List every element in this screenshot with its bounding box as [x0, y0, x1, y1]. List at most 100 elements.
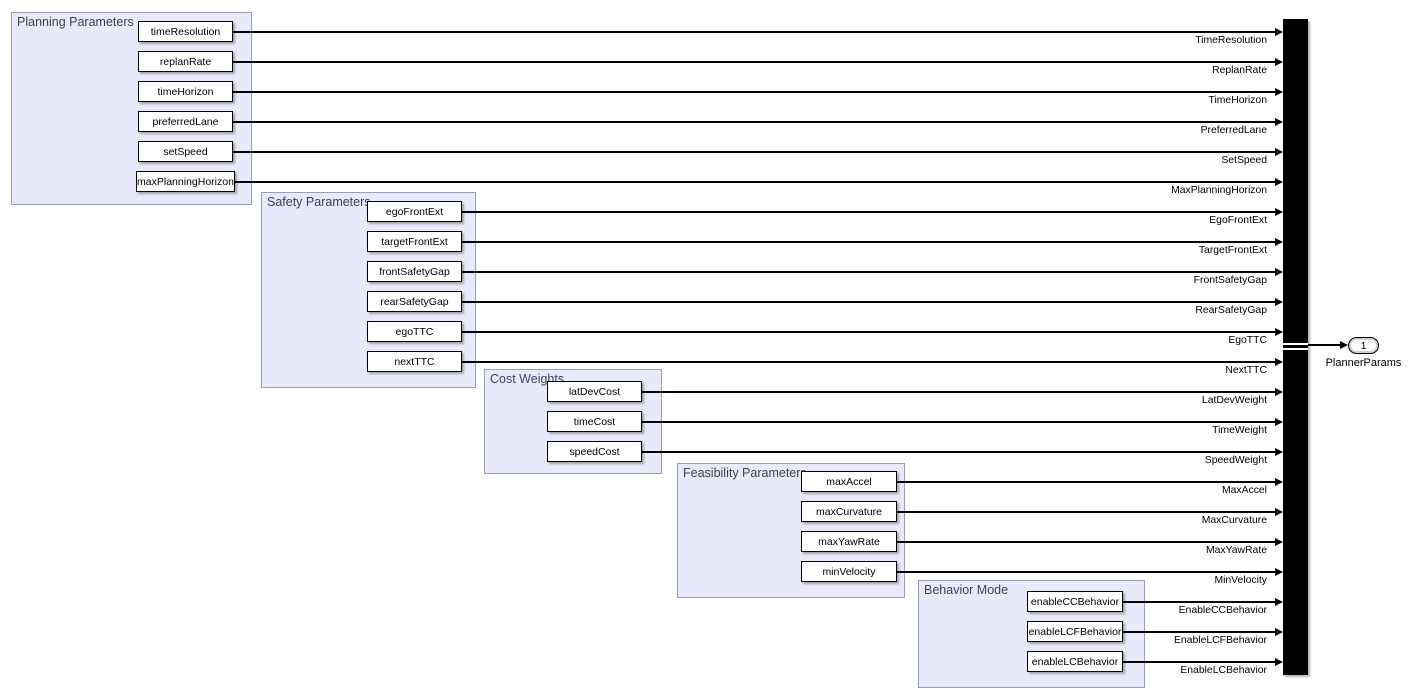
signal-label-targetfrontext: TargetFrontExt	[1198, 245, 1267, 256]
param-block-maxaccel[interactable]: maxAccel	[801, 471, 897, 492]
signal-line-timehorizon[interactable]	[233, 91, 1275, 93]
signal-arrowhead	[1275, 597, 1283, 606]
param-block-maxplanninghorizon[interactable]: maxPlanningHorizon	[136, 171, 235, 192]
param-block-label: maxAccel	[826, 475, 872, 488]
param-block-timeresolution[interactable]: timeResolution	[138, 21, 233, 42]
signal-line-egottc[interactable]	[462, 331, 1275, 333]
bus-output-stripe	[1283, 347, 1308, 350]
signal-line-maxplanninghorizon[interactable]	[235, 181, 1275, 183]
signal-arrowhead	[1275, 87, 1283, 96]
param-block-maxyawrate[interactable]: maxYawRate	[801, 531, 897, 552]
param-block-label: timeCost	[573, 415, 616, 428]
param-block-egottc[interactable]: egoTTC	[367, 321, 462, 342]
signal-line-frontsafetygap[interactable]	[462, 271, 1275, 273]
signal-line-replanrate[interactable]	[233, 61, 1275, 63]
signal-label-nextttc: NextTTC	[1225, 365, 1267, 376]
param-block-latdevcost[interactable]: latDevCost	[547, 381, 642, 402]
param-block-preferredlane[interactable]: preferredLane	[138, 111, 233, 132]
param-block-minvelocity[interactable]: minVelocity	[801, 561, 897, 582]
signal-line-enablelcbehavior[interactable]	[1123, 661, 1275, 663]
param-block-label: maxYawRate	[818, 535, 880, 548]
param-block-frontsafetygap[interactable]: frontSafetyGap	[367, 261, 462, 282]
param-block-nextttc[interactable]: nextTTC	[367, 351, 462, 372]
signal-arrowhead	[1275, 537, 1283, 546]
param-block-maxcurvature[interactable]: maxCurvature	[801, 501, 897, 522]
signal-arrowhead	[1275, 267, 1283, 276]
signal-arrowhead	[1275, 117, 1283, 126]
bus-output-stripe	[1283, 343, 1308, 345]
param-block-label: enableCCBehavior	[1030, 595, 1120, 608]
signal-arrowhead	[1275, 507, 1283, 516]
signal-line-maxaccel[interactable]	[897, 481, 1275, 483]
signal-arrowhead	[1275, 417, 1283, 426]
param-block-label: egoTTC	[395, 325, 434, 338]
signal-line-targetfrontext[interactable]	[462, 241, 1275, 243]
param-block-label: nextTTC	[394, 355, 435, 368]
signal-arrowhead	[1275, 327, 1283, 336]
param-block-setspeed[interactable]: setSpeed	[138, 141, 233, 162]
param-block-targetfrontext[interactable]: targetFrontExt	[367, 231, 462, 252]
param-block-timehorizon[interactable]: timeHorizon	[138, 81, 233, 102]
signal-label-egottc: EgoTTC	[1228, 335, 1267, 346]
param-block-replanrate[interactable]: replanRate	[138, 51, 233, 72]
signal-line-enablelcfbehavior[interactable]	[1123, 631, 1275, 633]
signal-label-enablelcbehavior: EnableLCBehavior	[1180, 665, 1267, 676]
param-block-timecost[interactable]: timeCost	[547, 411, 642, 432]
param-block-enablelcbehavior[interactable]: enableLCBehavior	[1027, 651, 1123, 672]
signal-line-latdevcost[interactable]	[642, 391, 1275, 393]
signal-label-timehorizon: TimeHorizon	[1208, 95, 1267, 106]
param-block-label: speedCost	[569, 445, 620, 458]
group-title-safety-parameters: Safety Parameters	[267, 195, 371, 209]
signal-line-timecost[interactable]	[642, 421, 1275, 423]
param-block-label: frontSafetyGap	[379, 265, 450, 278]
signal-label-latdevweight: LatDevWeight	[1201, 395, 1267, 406]
outport-number: 1	[1360, 339, 1367, 352]
signal-line-enableccbehavior[interactable]	[1123, 601, 1275, 603]
group-title-feasibility-parameters: Feasibility Parameters	[683, 466, 807, 480]
param-block-speedcost[interactable]: speedCost	[547, 441, 642, 462]
signal-line-maxcurvature[interactable]	[897, 511, 1275, 513]
signal-label-setspeed: SetSpeed	[1221, 155, 1267, 166]
param-block-enableccbehavior[interactable]: enableCCBehavior	[1027, 591, 1123, 612]
param-block-label: maxPlanningHorizon	[137, 175, 234, 188]
signal-arrowhead	[1275, 57, 1283, 66]
param-block-label: timeHorizon	[157, 85, 214, 98]
signal-label-egofrontext: EgoFrontExt	[1209, 215, 1267, 226]
signal-line-rearsafetygap[interactable]	[462, 301, 1275, 303]
signal-label-replanrate: ReplanRate	[1212, 65, 1267, 76]
signal-label-minvelocity: MinVelocity	[1214, 575, 1267, 586]
param-block-label: replanRate	[159, 55, 212, 68]
signal-line-minvelocity[interactable]	[897, 571, 1275, 573]
param-block-enablelcfbehavior[interactable]: enableLCFBehavior	[1027, 621, 1123, 642]
output-signal-arrowhead	[1340, 340, 1348, 349]
signal-line-speedcost[interactable]	[642, 451, 1275, 453]
signal-arrowhead	[1275, 147, 1283, 156]
param-block-rearsafetygap[interactable]: rearSafetyGap	[367, 291, 462, 312]
signal-line-setspeed[interactable]	[233, 151, 1275, 153]
signal-arrowhead	[1275, 27, 1283, 36]
group-area-planning-parameters[interactable]: Planning Parameters	[11, 12, 252, 205]
signal-label-preferredlane: PreferredLane	[1200, 125, 1267, 136]
signal-line-timeresolution[interactable]	[233, 31, 1275, 33]
outport-block[interactable]: 1	[1348, 337, 1379, 354]
bus-creator-block[interactable]	[1283, 19, 1308, 675]
param-block-label: preferredLane	[152, 115, 219, 128]
signal-arrowhead	[1275, 297, 1283, 306]
signal-line-maxyawrate[interactable]	[897, 541, 1275, 543]
signal-label-maxcurvature: MaxCurvature	[1201, 515, 1267, 526]
param-block-label: enableLCFBehavior	[1028, 625, 1122, 638]
signal-line-preferredlane[interactable]	[233, 121, 1275, 123]
group-title-behavior-mode: Behavior Mode	[924, 583, 1009, 597]
group-title-cost-weights: Cost Weights	[490, 372, 565, 386]
signal-line-nextttc[interactable]	[462, 361, 1275, 363]
output-signal-line[interactable]	[1308, 344, 1340, 346]
signal-label-timeresolution: TimeResolution	[1195, 35, 1267, 46]
signal-label-frontsafetygap: FrontSafetyGap	[1193, 275, 1267, 286]
param-block-label: latDevCost	[568, 385, 621, 398]
param-block-label: minVelocity	[822, 565, 876, 578]
signal-arrowhead	[1275, 447, 1283, 456]
signal-label-maxaccel: MaxAccel	[1221, 485, 1267, 496]
signal-line-egofrontext[interactable]	[462, 211, 1275, 213]
param-block-egofrontext[interactable]: egoFrontExt	[367, 201, 462, 222]
